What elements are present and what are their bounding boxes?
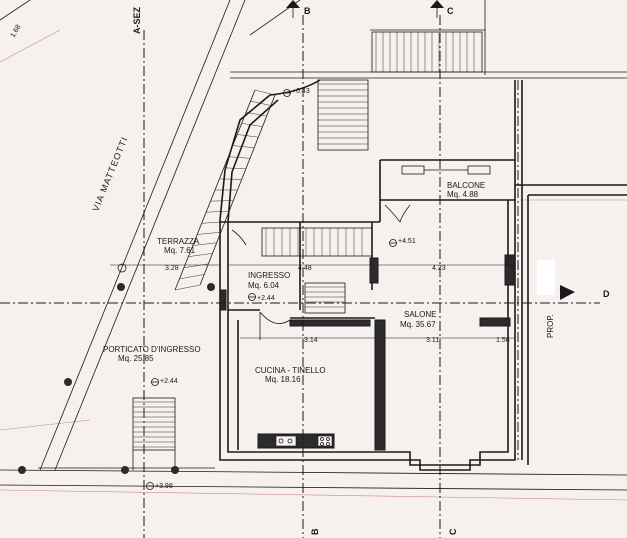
level-bottom: +3.98	[155, 483, 173, 490]
room-terrazza-area: Mq. 7.61	[164, 246, 196, 255]
room-ingresso-name: INGRESSO	[248, 271, 290, 280]
building-walls	[219, 79, 627, 471]
stair-tread	[188, 253, 213, 257]
kitchen-counter	[257, 433, 335, 449]
dim-4: 3.14	[304, 337, 318, 344]
room-balcone-name: BALCONE	[447, 181, 485, 190]
room-balcone-area: Mq. 4.88	[447, 190, 479, 199]
thick-walls	[219, 254, 516, 451]
room-terrazza-name: TERRAZZA	[157, 237, 200, 246]
stair-tread	[237, 134, 259, 138]
room-cucina-area: Mq. 18.16	[265, 375, 301, 384]
balcone-details	[384, 165, 491, 223]
room-porticato-name: PORTICATO D'INGRESSO	[103, 345, 201, 354]
stair-tread	[232, 145, 255, 149]
level-top: +0.43	[292, 88, 310, 95]
room-ingresso-area: Mq. 6.04	[248, 281, 280, 290]
stair-tread	[223, 167, 246, 170]
section-lines	[0, 15, 600, 538]
section-arrows	[286, 0, 575, 300]
room-salone-name: SALONE	[404, 310, 436, 319]
section-c-bottom-label: C	[448, 528, 458, 535]
dim-1: 3.28	[165, 265, 179, 272]
room-salone-area: Mq. 35.67	[400, 320, 436, 329]
street-edge	[0, 0, 627, 491]
top-structures	[230, 0, 627, 151]
stair-tread	[174, 284, 201, 291]
section-b-top-label: B	[304, 6, 311, 16]
stair-tread	[183, 263, 209, 269]
stair-tread	[179, 274, 205, 280]
room-porticato-area: Mq. 25.85	[118, 354, 154, 363]
level-ingresso: +2.44	[257, 295, 275, 302]
internal-stair	[261, 227, 373, 314]
dim-5: 3.11	[426, 337, 439, 344]
section-a-label: A-SEZ	[132, 6, 142, 34]
paper-grid	[0, 29, 627, 501]
section-b-bottom-label: B	[310, 528, 320, 535]
level-porticato: +2.44	[160, 378, 178, 385]
street-name: VIA MATTEOTTI	[91, 135, 130, 213]
corner-dimension: 1.68	[10, 24, 23, 39]
level-markers	[146, 89, 397, 490]
section-c-top-label: C	[447, 6, 454, 16]
section-d-label: D	[603, 289, 610, 299]
columns	[18, 257, 516, 474]
stair-tread	[192, 242, 217, 246]
neighbor-property-label: PROP.	[546, 314, 555, 338]
paper-label-patch	[537, 260, 555, 295]
external-stair	[174, 89, 276, 291]
stair-tread	[206, 210, 230, 213]
stair-tread	[197, 231, 221, 235]
stair-tread	[228, 156, 251, 159]
stair-tread	[219, 178, 242, 180]
dimension-lines	[110, 264, 515, 339]
dim-3: 4.23	[432, 265, 446, 272]
dim-6: 1.56	[496, 337, 510, 344]
doors	[231, 229, 291, 340]
porticato-stair	[38, 397, 215, 470]
room-cucina-name: CUCINA - TINELLO	[255, 366, 326, 375]
dim-2: 4.48	[298, 265, 312, 272]
stair-tread	[241, 123, 263, 127]
level-balcone: +4.51	[398, 238, 416, 245]
